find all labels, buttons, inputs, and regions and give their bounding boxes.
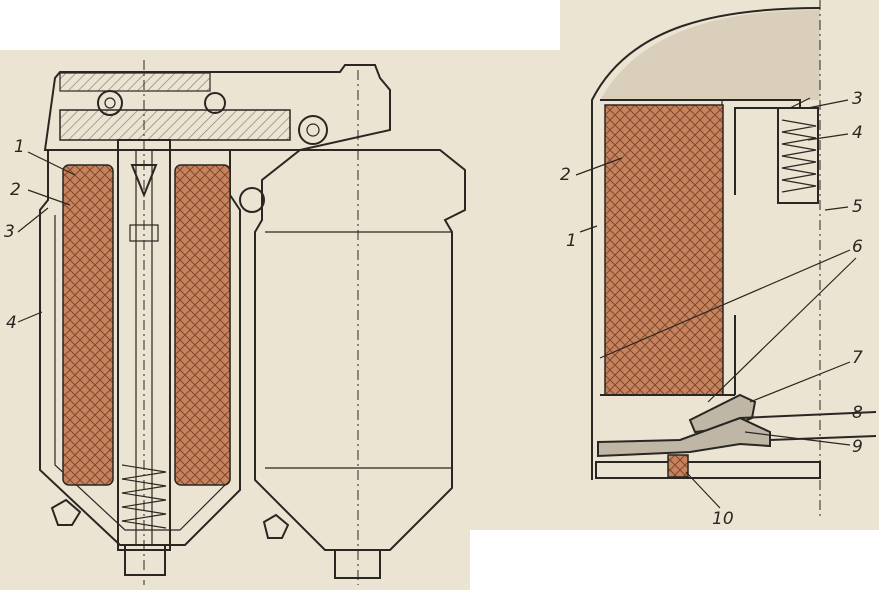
left-filter-assembly <box>39 60 466 585</box>
filter-head <box>43 64 391 151</box>
right-drain-plug <box>334 549 381 579</box>
head-top-hatch <box>59 72 211 92</box>
top-left-blank <box>0 0 560 50</box>
head-bolt-1-core <box>104 97 116 109</box>
cover-outline <box>591 7 821 480</box>
right-bowl <box>254 149 466 551</box>
left-element-inner <box>174 164 231 486</box>
spring-coils <box>781 119 817 193</box>
right-label-4: 4 <box>852 123 863 143</box>
left-labels: 1 2 3 4 <box>4 137 76 333</box>
sealing-washer <box>667 454 689 478</box>
cover-shadow <box>600 10 820 100</box>
right-side-plug <box>262 513 290 539</box>
right-label-7: 7 <box>852 348 863 368</box>
left-label-3: 3 <box>4 222 15 242</box>
base-line <box>739 411 877 419</box>
left-label-1: 1 <box>14 137 25 157</box>
head-hatched-section <box>59 109 291 141</box>
right-detail <box>591 0 877 520</box>
left-side-plug <box>50 498 82 526</box>
right-element <box>604 104 724 396</box>
head-bolt-3-core <box>306 123 320 137</box>
right-label-3: 3 <box>852 89 863 109</box>
left-label-2: 2 <box>10 180 21 200</box>
right-label-9: 9 <box>852 437 863 457</box>
base-line-2 <box>769 435 877 441</box>
right-label-10: 10 <box>712 509 734 529</box>
base-housing <box>595 461 821 479</box>
head-bolt-4 <box>239 187 265 213</box>
spring-housing <box>777 107 819 204</box>
right-label-1: 1 <box>566 231 577 251</box>
head-bolt-2 <box>204 92 226 114</box>
head-bolt-1 <box>97 90 123 116</box>
right-labels: 3 4 5 6 7 8 9 10 1 2 <box>560 89 863 529</box>
right-label-8: 8 <box>852 403 863 423</box>
right-label-5: 5 <box>852 197 863 217</box>
left-label-4: 4 <box>6 313 17 333</box>
right-label-2: 2 <box>560 165 571 185</box>
left-element-outer <box>62 164 114 486</box>
bottom-plate <box>597 416 771 458</box>
head-bolt-3 <box>298 115 328 145</box>
bottom-right-blank <box>470 530 879 590</box>
right-label-6: 6 <box>852 237 863 257</box>
